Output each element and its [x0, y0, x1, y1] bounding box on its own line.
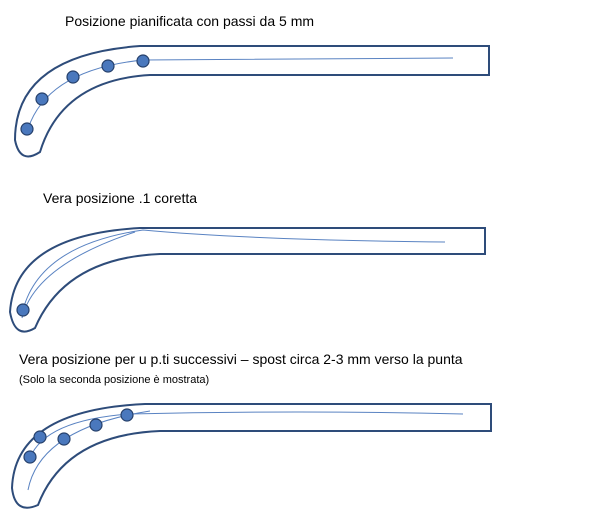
trajectory-line	[22, 229, 446, 311]
caption-true-first: Vera posizione .1 coretta	[43, 190, 198, 206]
catheter-dot	[57, 432, 71, 446]
catheter-dot	[23, 450, 37, 464]
trajectory-line	[26, 57, 454, 133]
catheter-dot	[101, 59, 115, 73]
probe-planned	[13, 45, 490, 158]
caption-true-next: Vera posizione per u p.ti successivi – s…	[19, 351, 463, 367]
catheter-dots	[20, 54, 150, 136]
catheter-dot	[20, 122, 34, 136]
trajectory-line	[27, 410, 151, 491]
catheter-dot	[136, 54, 150, 68]
catheter-dot	[16, 303, 30, 317]
catheter-dot	[33, 430, 47, 444]
catheter-dots	[23, 408, 134, 464]
probe-outline	[8, 227, 486, 333]
probe-true-first	[8, 227, 486, 333]
probe-outline	[10, 403, 492, 509]
catheter-dot	[66, 70, 80, 84]
catheter-dot	[35, 92, 49, 106]
caption-planned: Posizione pianificata con passi da 5 mm	[65, 13, 315, 29]
probe-outline	[13, 45, 490, 158]
probe-true-next	[10, 403, 492, 509]
catheter-dot	[120, 408, 134, 422]
subcaption-true-next: (Solo la seconda posizione è mostrata)	[19, 374, 210, 386]
catheter-dot	[89, 418, 103, 432]
trajectory-line	[29, 411, 464, 459]
